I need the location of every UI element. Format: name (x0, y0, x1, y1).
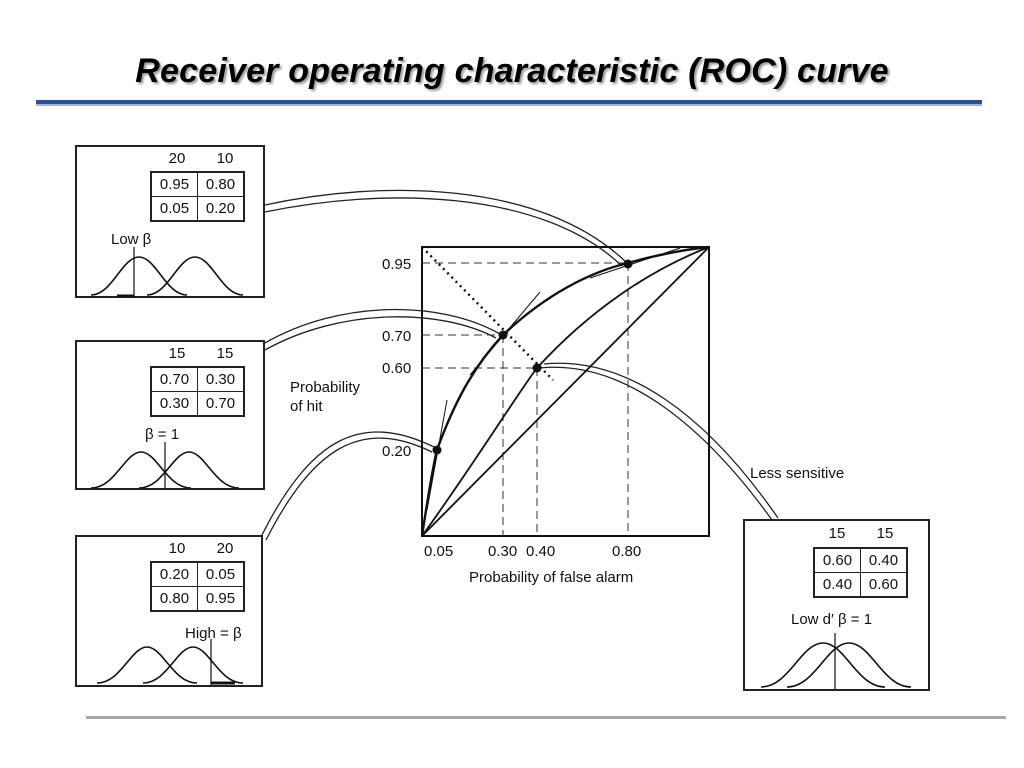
point-005-020 (432, 445, 442, 455)
panel-low-beta: 20 10 0.95 0.80 0.05 0.20 Low β (75, 145, 265, 298)
chance-diagonal (421, 246, 710, 537)
panel-low-dprime-col-headers: 15 15 (813, 525, 909, 542)
criterion-label: Low d′ β = 1 (791, 611, 873, 628)
matrix-cell: 0.20 (197, 196, 245, 222)
less-sensitive-label: Less sensitive (750, 465, 844, 482)
tangent-mark-3 (589, 247, 681, 279)
x-tick-030: 0.30 (488, 543, 517, 560)
matrix-cell: 0.60 (860, 572, 908, 598)
matrix-cell: 0.70 (150, 366, 198, 392)
matrix-cell: 0.80 (150, 586, 198, 612)
connector-low-dprime-2 (543, 362, 779, 519)
connector-high-beta (261, 431, 437, 536)
col-header: 20 (168, 150, 186, 167)
panel-low-dprime-matrix: 0.60 0.40 0.40 0.60 (813, 547, 908, 598)
criterion-label: High = β (185, 625, 242, 642)
x-tick-040: 0.40 (526, 543, 555, 560)
matrix-cell: 0.30 (197, 366, 245, 392)
slide-title: Receiver operating characteristic (ROC) … (135, 52, 889, 90)
matrix-cell: 0.05 (197, 561, 245, 587)
matrix-cell: 0.60 (813, 547, 861, 573)
distribution-curves (90, 247, 244, 297)
y-axis-label-line1: Probability (290, 379, 361, 396)
panel-beta-one-col-headers: 15 15 (153, 345, 249, 362)
connector-low-beta-2 (264, 197, 623, 267)
negative-diagonal (421, 246, 554, 381)
connector-low-beta (264, 189, 627, 263)
col-header: 10 (168, 540, 186, 557)
x-tick-080: 0.80 (612, 543, 641, 560)
panel-low-beta-matrix: 0.95 0.80 0.05 0.20 (150, 171, 245, 222)
title-divider (36, 100, 982, 106)
panel-high-beta-matrix: 0.20 0.05 0.80 0.95 (150, 561, 245, 612)
col-header: 15 (168, 345, 186, 362)
panel-low-beta-col-headers: 20 10 (153, 150, 249, 167)
connector-low-dprime (539, 366, 773, 521)
panel-beta-one-matrix: 0.70 0.30 0.30 0.70 (150, 366, 245, 417)
y-tick-095: 0.95 (382, 256, 411, 273)
chart-frame (421, 246, 710, 537)
y-tick-020: 0.20 (382, 443, 411, 460)
panel-high-beta-col-headers: 10 20 (153, 540, 249, 557)
distribution-curves (96, 639, 244, 685)
y-axis-label-line2: of hit (290, 398, 323, 415)
panel-beta-one: 15 15 0.70 0.30 0.30 0.70 β = 1 (75, 340, 265, 490)
panel-high-beta: 10 20 0.20 0.05 0.80 0.95 High = β (75, 535, 263, 687)
col-header: 15 (876, 525, 894, 542)
col-header: 15 (216, 345, 234, 362)
matrix-cell: 0.40 (860, 547, 908, 573)
panel-low-dprime: 15 15 0.60 0.40 0.40 0.60 Low d′ β = 1 (743, 519, 930, 691)
matrix-cell: 0.05 (150, 196, 198, 222)
connector-beta-one-2 (264, 316, 497, 351)
y-tick-060: 0.60 (382, 360, 411, 377)
x-tick-005: 0.05 (424, 543, 453, 560)
matrix-cell: 0.70 (197, 391, 245, 417)
matrix-cell: 0.95 (197, 586, 245, 612)
col-header: 20 (216, 540, 234, 557)
distribution-curves (90, 442, 240, 490)
connector-beta-one (264, 308, 501, 344)
criterion-label: Low β (111, 231, 152, 248)
footer-divider (86, 716, 1006, 719)
point-030-070 (498, 330, 508, 340)
distribution-curves (760, 633, 912, 689)
x-axis-label: Probability of false alarm (469, 569, 633, 586)
point-080-095 (623, 259, 633, 269)
matrix-cell: 0.20 (150, 561, 198, 587)
matrix-cell: 0.80 (197, 171, 245, 197)
criterion-label: β = 1 (145, 426, 180, 443)
matrix-cell: 0.30 (150, 391, 198, 417)
tangent-mark-1 (426, 399, 448, 511)
y-tick-070: 0.70 (382, 328, 411, 345)
matrix-cell: 0.95 (150, 171, 198, 197)
col-header: 15 (828, 525, 846, 542)
point-040-060 (532, 363, 542, 373)
matrix-cell: 0.40 (813, 572, 861, 598)
col-header: 10 (216, 150, 234, 167)
connector-high-beta-2 (265, 437, 433, 541)
